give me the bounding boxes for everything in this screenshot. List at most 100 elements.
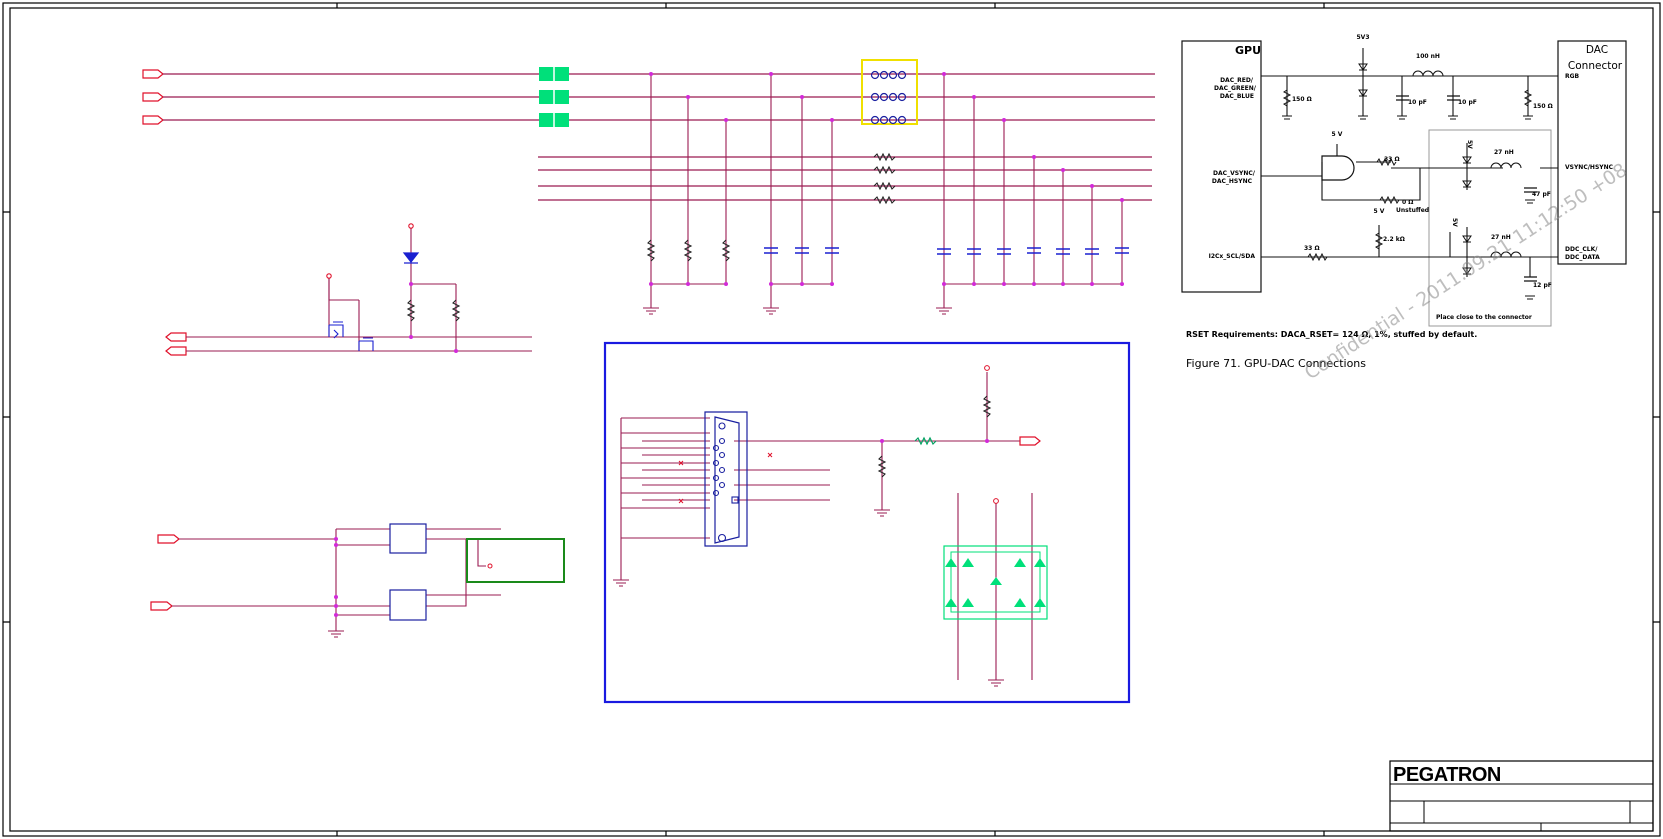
tvs-wires (957, 493, 1033, 687)
vcc-top-label: 5V3 (1357, 34, 1370, 41)
reference-resistors (1282, 89, 1533, 262)
ground-symbol-buffers (328, 625, 344, 638)
dac-block-label-2: Connector (1568, 60, 1623, 72)
rgb-port-green[interactable] (142, 92, 164, 102)
ddc-out-1: DDC_CLK/ (1565, 246, 1598, 253)
vga-vcc-pin (984, 365, 990, 371)
tvs-array (943, 545, 1048, 620)
filter-caps-post (936, 74, 1123, 315)
figure-caption: Figure 71. GPU-DAC Connections (1186, 357, 1366, 370)
ground-symbol-1 (643, 284, 659, 315)
dac-signal-blue: DAC_BLUE (1220, 93, 1254, 100)
dac-connector-block (1557, 40, 1627, 265)
pegatron-logo: PEGATRON (1393, 764, 1501, 786)
inductor-ddc-label: 27 nH (1491, 234, 1511, 241)
tvs-inner (950, 551, 1041, 613)
sync-signal-h: DAC_HSYNC (1212, 178, 1253, 185)
common-mode-chokes (870, 70, 907, 125)
dac-block-label-1: DAC (1586, 44, 1608, 56)
vga-pulldown (877, 395, 992, 478)
schottky-diode (402, 252, 420, 264)
reference-diagram: GPU DAC Connector RGB DAC_RED/ DAC_GREEN… (1181, 34, 1627, 370)
cap-rgb-1-label: 10 pF (1408, 99, 1427, 106)
r-pullup-label: 2.2 kΩ (1383, 236, 1405, 243)
junction-dots-vga (880, 439, 989, 443)
cap-rgb-2-label: 10 pF (1458, 99, 1477, 106)
reference-caps (1396, 95, 1537, 282)
place-close-box (1428, 129, 1552, 327)
r-zero-label: 0 Ω (1402, 199, 1413, 206)
reference-inductors (1412, 70, 1522, 258)
title-block: PEGATRON (1389, 760, 1654, 832)
ddc-out-2: DDC_DATA (1565, 254, 1600, 261)
rgb-wires (163, 73, 1155, 201)
cap-ddc-label: 12 pF (1533, 282, 1552, 289)
vga-output-port[interactable] (1019, 436, 1041, 446)
junction-dots-top (649, 72, 1124, 286)
tvs-vcc-pin (993, 498, 999, 504)
tvs-diodes (945, 558, 1046, 607)
vga-connector-section (603, 341, 1131, 704)
r-load-left-label: 150 Ω (1292, 96, 1312, 103)
r-series-i2c-label: 33 Ω (1304, 245, 1320, 252)
i2c-signal: I2Cx_SCL/SDA (1209, 253, 1256, 260)
vga-wires (620, 372, 1020, 577)
inductor-sync-label: 27 nH (1494, 149, 1514, 156)
pullup-resistors (406, 299, 461, 322)
reference-diodes (1358, 63, 1472, 275)
dac-signal-red: DAC_RED/ (1220, 77, 1254, 84)
series-resistors-sync (873, 152, 896, 205)
vga-series-resistor (914, 436, 937, 446)
ddc-ports[interactable] (165, 332, 187, 356)
reference-grounds (1282, 115, 1535, 300)
ddc-level-shifter (165, 223, 532, 356)
unstuffed-label: Unstuffed (1396, 207, 1429, 214)
vcc-5v-a-label: 5 V (1332, 131, 1343, 138)
vga-pins (712, 422, 739, 543)
reference-and-gate (1321, 155, 1355, 181)
vcc-5v-d-label: 5V (1451, 218, 1458, 227)
vcc-5v-c-label: 5V (1466, 140, 1473, 149)
highlight-box-green (466, 538, 565, 583)
mosfets (328, 321, 374, 351)
sync-signal-v: DAC_VSYNC/ (1213, 170, 1256, 177)
filter-cap-plates-post (937, 247, 1129, 255)
ddc-wires (186, 228, 532, 352)
junction-dots-ddc (409, 282, 458, 353)
cap-sync-label: 47 pF (1532, 191, 1551, 198)
buffer-u2 (389, 589, 427, 621)
test-point (487, 563, 493, 569)
rgb-port-blue[interactable] (142, 115, 164, 125)
junction-dots-buffers (334, 537, 338, 617)
vcc-pins-ddc (326, 223, 414, 279)
vcc-5v-b-label: 5 V (1374, 208, 1385, 215)
sync-ports[interactable] (150, 534, 180, 611)
rgb-port-red[interactable] (142, 69, 164, 79)
vga-frame-blue (603, 341, 1131, 704)
vga-ground-left (613, 577, 629, 587)
nc-markers (678, 452, 773, 504)
vga-d-sub-shell (704, 411, 748, 547)
filter-caps-pre (763, 74, 833, 315)
gpu-block-label: GPU (1235, 44, 1261, 57)
r-load-right-label: 150 Ω (1533, 103, 1553, 110)
dac-signal-green: DAC_GREEN/ (1214, 85, 1257, 92)
r-series-sync-label: 33 Ω (1384, 156, 1400, 163)
sync-buffers (150, 523, 565, 638)
sync-wires (172, 528, 501, 625)
rgb-input-section (142, 59, 1155, 315)
filter-cap-plates-pre (764, 247, 839, 254)
place-note: Place close to the connector (1436, 314, 1532, 321)
vga-ground-2 (874, 509, 890, 517)
termination-resistor-bodies (646, 239, 731, 262)
common-mode-choke-highlight (861, 59, 918, 125)
rset-note: RSET Requirements: DACA_RSET= 124 Ω, 1%,… (1186, 330, 1477, 339)
gpu-block (1181, 40, 1262, 293)
buffer-u1 (389, 523, 427, 554)
vsync-out-label: VSYNC/HSYNC (1565, 164, 1614, 171)
confidential-watermark: Confidential - 2011.09.21 11:12:50 +08 (1301, 159, 1631, 384)
inductor-rgb-label: 100 nH (1416, 53, 1440, 60)
rgb-pin-label: RGB (1565, 73, 1580, 80)
